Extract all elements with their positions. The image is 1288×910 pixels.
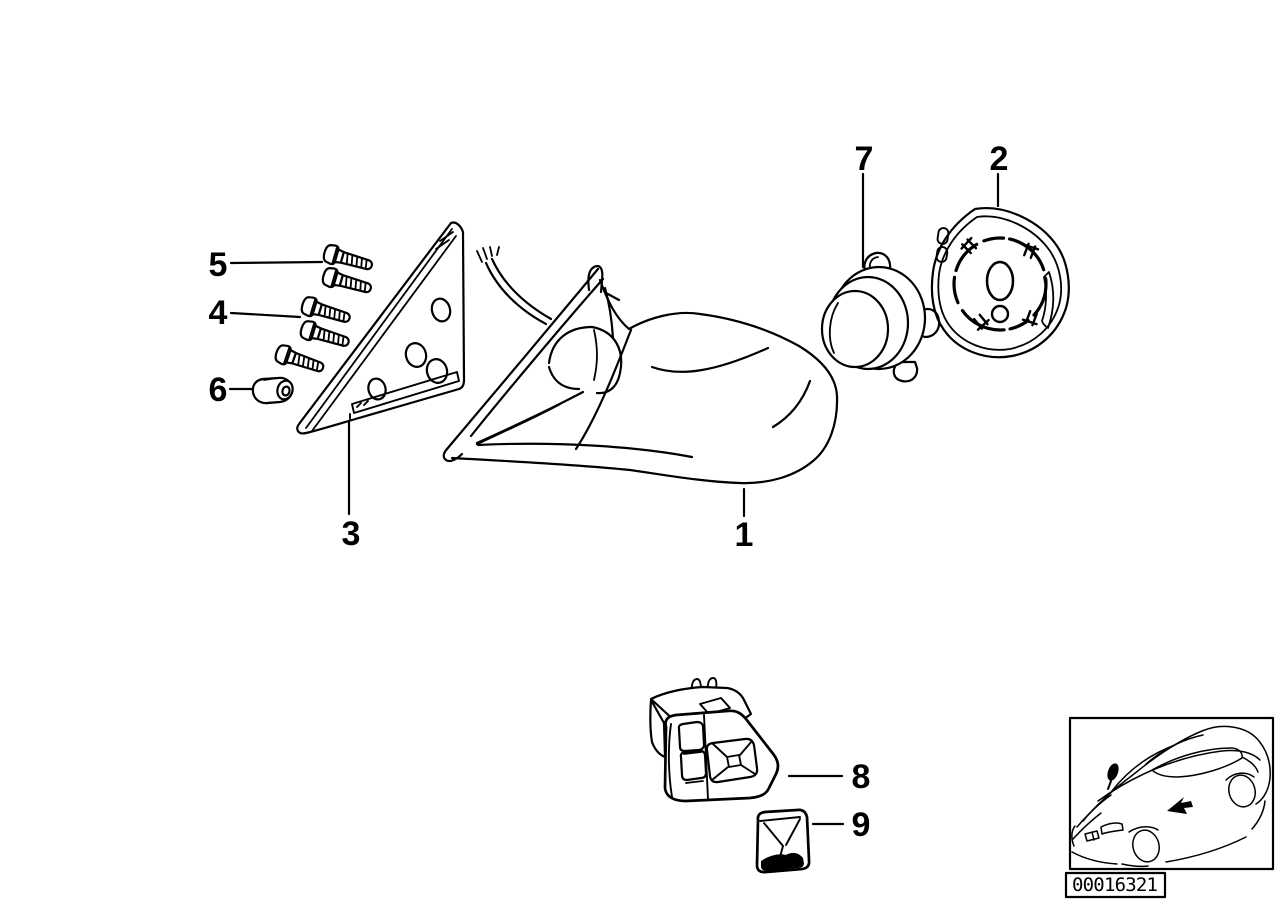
screw [297, 318, 353, 353]
part-6-grommet [251, 376, 294, 405]
callout-7: 7 [855, 140, 874, 269]
location-arrow-icon [1167, 797, 1193, 814]
part-7-drive-unit [820, 251, 941, 383]
part-8-adjust-switch [649, 677, 780, 803]
part-4-screws [272, 294, 354, 379]
car-location-inset [1068, 716, 1275, 871]
callout-1: 1 [735, 487, 754, 554]
wire [484, 261, 548, 326]
part-3-mounting-plate [296, 221, 466, 435]
screw [272, 342, 328, 379]
screw [319, 265, 375, 300]
callout-8: 8 [787, 758, 871, 796]
inset-frame [1068, 716, 1275, 871]
callout-label-9: 9 [852, 806, 871, 844]
carrier-clip [958, 236, 980, 258]
callout-6: 6 [209, 371, 255, 409]
callout-label-5: 5 [209, 246, 228, 284]
callout-label-6: 6 [209, 371, 228, 409]
callout-label-3: 3 [342, 515, 361, 553]
callout-label-7: 7 [855, 140, 874, 178]
callouts: 1 2 3 4 5 6 7 8 [209, 140, 1009, 844]
part-2-glass-carrier-plate [930, 207, 1070, 359]
mirror-position-marker [1107, 763, 1119, 790]
part-1-mirror-assembly [442, 246, 839, 485]
doc-number-frame [1064, 871, 1167, 899]
callout-label-1: 1 [735, 516, 754, 554]
doc-number-box: 00016321 [1064, 871, 1167, 899]
callout-9: 9 [811, 806, 871, 844]
callout-5: 5 [209, 246, 324, 284]
callout-label-2: 2 [990, 140, 1009, 178]
car-outline-icon [1071, 725, 1271, 868]
leader-line-5 [229, 260, 324, 265]
callout-label-8: 8 [852, 758, 871, 796]
callout-2: 2 [990, 140, 1009, 208]
part-5-screws [319, 242, 376, 300]
part-9-switch-knob [755, 808, 811, 874]
callout-label-4: 4 [209, 294, 228, 332]
leader-line-4 [229, 311, 302, 319]
doc-number: 00016321 [1072, 874, 1159, 896]
callout-4: 4 [209, 294, 302, 332]
callout-3: 3 [342, 419, 361, 553]
